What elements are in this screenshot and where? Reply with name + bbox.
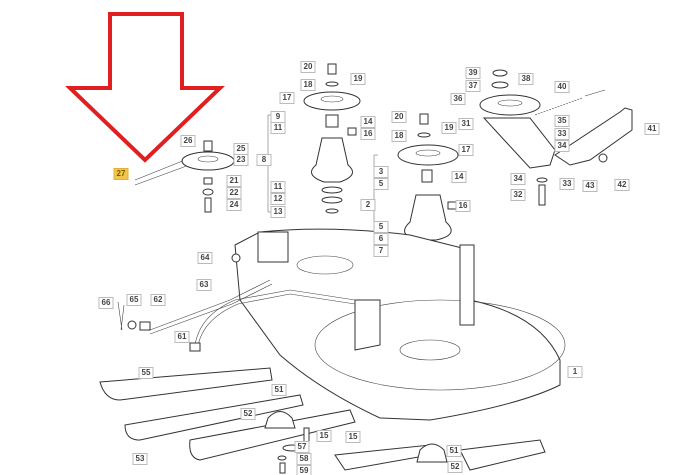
part-label[interactable]: 20 — [300, 61, 316, 73]
part-label[interactable]: 15 — [316, 430, 332, 442]
part-label[interactable]: 12 — [270, 193, 286, 205]
part-label[interactable]: 63 — [196, 279, 212, 291]
part-label[interactable]: 23 — [233, 154, 249, 166]
part-label[interactable]: 26 — [180, 135, 196, 147]
part-label[interactable]: 19 — [350, 73, 366, 85]
part-label[interactable]: 53 — [132, 453, 148, 465]
part-label[interactable]: 5 — [373, 178, 389, 190]
part-label[interactable]: 17 — [279, 92, 295, 104]
part-label[interactable]: 15 — [345, 431, 361, 443]
spindle-assembly-2 — [373, 113, 459, 270]
part-label[interactable]: 5 — [373, 221, 389, 233]
part-label[interactable]: 37 — [465, 80, 481, 92]
part-label[interactable]: 11 — [270, 181, 286, 193]
part-label[interactable]: 17 — [458, 144, 474, 156]
part-label[interactable]: 19 — [441, 122, 457, 134]
part-label[interactable]: 31 — [458, 118, 474, 130]
part-label[interactable]: 34 — [554, 140, 570, 152]
part-label[interactable]: 21 — [226, 175, 242, 187]
part-label[interactable]: 22 — [226, 187, 242, 199]
tensioner-assembly — [479, 69, 633, 206]
part-label[interactable]: 24 — [226, 199, 242, 211]
part-label[interactable]: 18 — [391, 130, 407, 142]
blades — [99, 367, 546, 474]
spindle-assembly-8 — [267, 63, 361, 214]
part-label[interactable]: 52 — [240, 408, 256, 420]
mower-deck-part-1 — [234, 228, 566, 421]
part-label[interactable]: 33 — [559, 178, 575, 190]
part-label[interactable]: 14 — [360, 116, 376, 128]
part-label[interactable]: 34 — [510, 173, 526, 185]
part-label[interactable]: 3 — [373, 166, 389, 178]
part-label[interactable]: 41 — [644, 123, 660, 135]
part-label[interactable]: 1 — [567, 366, 583, 378]
part-label[interactable]: 43 — [582, 180, 598, 192]
part-label[interactable]: 6 — [373, 233, 389, 245]
belt-part-27 — [134, 140, 235, 213]
part-label[interactable]: 14 — [451, 171, 467, 183]
part-label[interactable]: 64 — [197, 252, 213, 264]
lift-rods — [117, 253, 356, 352]
part-label[interactable]: 51 — [271, 384, 287, 396]
part-label[interactable]: 8 — [256, 154, 272, 166]
part-label[interactable]: 13 — [270, 206, 286, 218]
part-label-27[interactable]: 27 — [113, 168, 129, 180]
part-label[interactable]: 20 — [391, 111, 407, 123]
part-label[interactable]: 59 — [296, 465, 312, 475]
part-label[interactable]: 32 — [510, 189, 526, 201]
part-label[interactable]: 18 — [300, 79, 316, 91]
part-label[interactable]: 16 — [360, 128, 376, 140]
part-label[interactable]: 2 — [360, 199, 376, 211]
part-label[interactable]: 55 — [138, 367, 154, 379]
part-label[interactable]: 36 — [450, 93, 466, 105]
part-label[interactable]: 42 — [614, 179, 630, 191]
part-label[interactable]: 57 — [294, 441, 310, 453]
part-label[interactable]: 65 — [126, 294, 142, 306]
part-label[interactable]: 61 — [174, 331, 190, 343]
part-label[interactable]: 35 — [554, 115, 570, 127]
part-label[interactable]: 7 — [373, 245, 389, 257]
part-label[interactable]: 40 — [554, 81, 570, 93]
part-label[interactable]: 58 — [296, 453, 312, 465]
part-label[interactable]: 52 — [447, 461, 463, 473]
part-label[interactable]: 51 — [446, 445, 462, 457]
part-label[interactable]: 39 — [465, 67, 481, 79]
part-label[interactable]: 62 — [150, 294, 166, 306]
pointer-arrow — [65, 12, 225, 163]
part-label[interactable]: 66 — [98, 297, 114, 309]
part-label[interactable]: 11 — [270, 122, 286, 134]
part-label[interactable]: 38 — [518, 73, 534, 85]
part-label[interactable]: 16 — [455, 200, 471, 212]
part-label[interactable]: 33 — [554, 128, 570, 140]
